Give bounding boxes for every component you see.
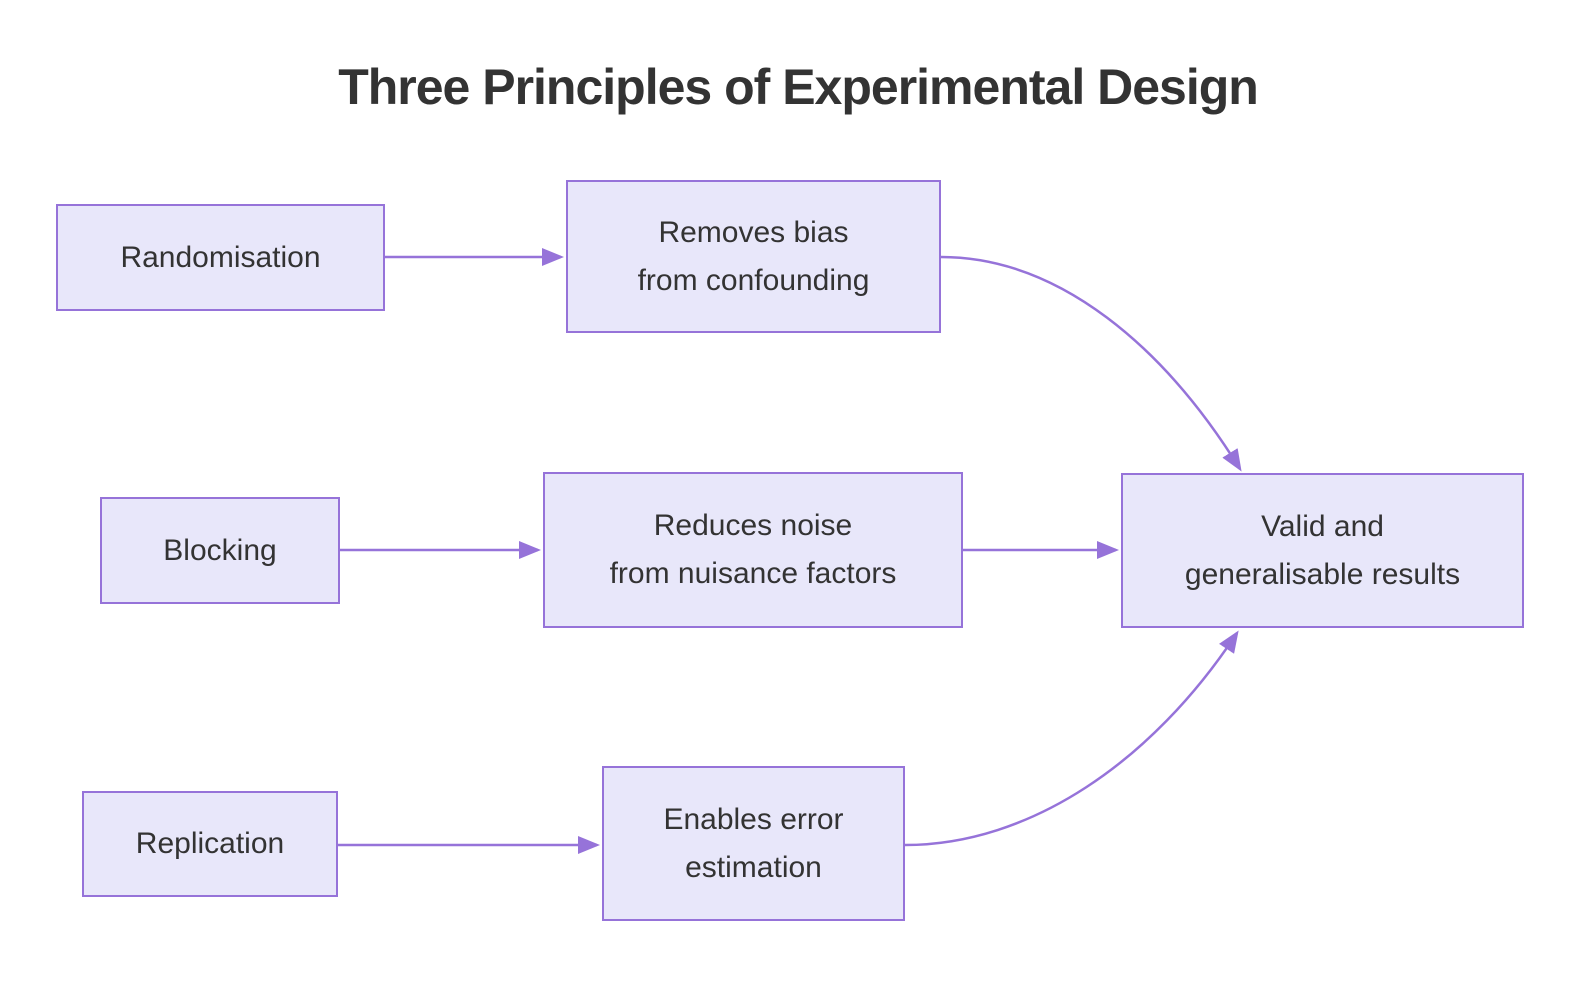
node-valid-results-line1: Valid and (1261, 509, 1384, 543)
node-reduces-noise-line2: from nuisance factors (609, 557, 897, 590)
node-blocking-label: Blocking (163, 533, 277, 567)
node-enables-error-line1: Enables error (663, 802, 844, 836)
node-replication: Replication (82, 791, 338, 897)
node-valid-results-line2: generalisable results (1184, 557, 1461, 591)
node-reduces-noise-line1: Reduces noise (653, 509, 853, 542)
node-valid-results: Valid and generalisable results (1121, 473, 1524, 628)
page-title: Three Principles of Experimental Design (338, 59, 1259, 115)
node-randomisation: Randomisation (56, 204, 385, 311)
node-removes-bias-line2: from confounding (637, 263, 870, 297)
node-enables-error-line2: estimation (685, 850, 822, 884)
edge-enables-error-to-valid-results (904, 630, 1239, 847)
node-replication-label: Replication (135, 827, 285, 860)
node-removes-bias-line1: Removes bias (658, 215, 849, 249)
node-reduces-noise: Reduces noise from nuisance factors (543, 472, 963, 628)
node-enables-error: Enables error estimation (602, 766, 905, 921)
node-randomisation-label: Randomisation (120, 240, 321, 274)
edge-removes-bias-to-valid-results (940, 255, 1242, 472)
node-blocking: Blocking (100, 497, 340, 604)
node-removes-bias: Removes bias from confounding (566, 180, 941, 333)
